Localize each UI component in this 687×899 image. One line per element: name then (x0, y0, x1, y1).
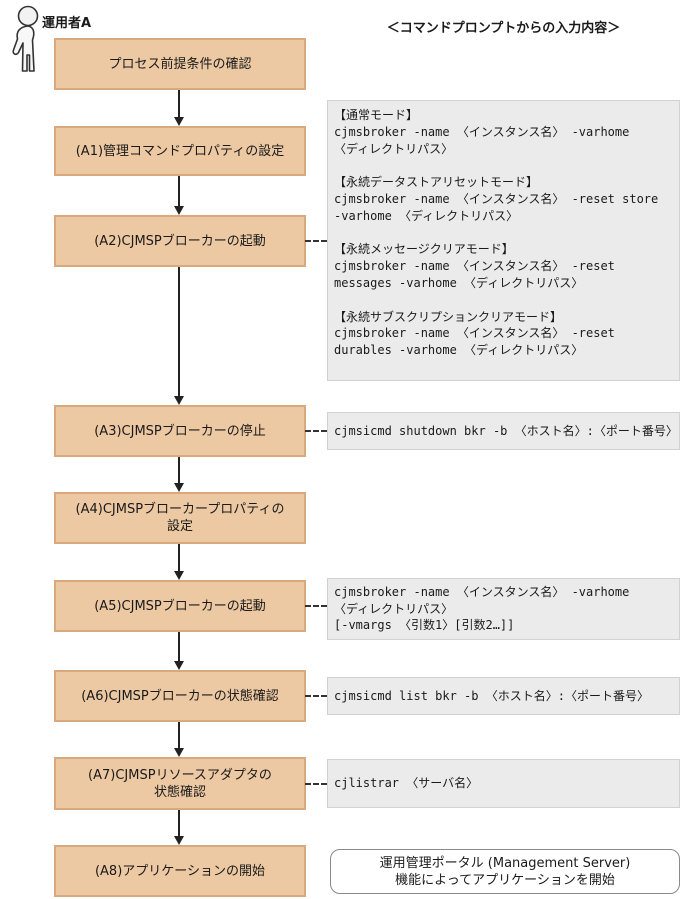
flow-step-a1: (A1)管理コマンドプロパティの設定 (54, 126, 306, 176)
flow-step-a2: (A2)CJMSPブローカーの起動 (54, 215, 306, 267)
command-box-a2: 【通常モード】 cjmsbroker -name 〈インスタンス名〉 -varh… (327, 100, 680, 381)
flow-step-a8: (A8)アプリケーションの開始 (54, 845, 306, 897)
right-column-title: ＜コマンドプロンプトからの入力内容＞ (386, 21, 621, 36)
flow-step-a6: (A6)CJMSPブローカーの状態確認 (54, 670, 306, 722)
command-box-a5: cjmsbroker -name 〈インスタンス名〉 -varhome 〈ディレ… (327, 578, 680, 640)
dashed-connector-a5 (305, 605, 327, 607)
flow-step-start: プロセス前提条件の確認 (54, 38, 306, 90)
dashed-connector-a3 (305, 430, 327, 432)
flow-step-a4: (A4)CJMSPブローカープロパティの 設定 (54, 492, 306, 544)
dashed-connector-a6 (305, 695, 327, 697)
down-arrow-icon (174, 457, 184, 492)
command-box-a7: cjlistrar 〈サーバ名〉 (327, 759, 680, 808)
down-arrow-icon (174, 267, 184, 405)
command-box-a6: cjmsicmd list bkr -b 〈ホスト名〉:〈ポート番号〉 (327, 677, 680, 715)
flow-step-a5: (A5)CJMSPブローカーの起動 (54, 580, 306, 632)
flow-step-a3: (A3)CJMSPブローカーの停止 (54, 405, 306, 457)
down-arrow-icon (174, 176, 184, 215)
command-box-a3: cjmsicmd shutdown bkr -b 〈ホスト名〉:〈ポート番号〉 (327, 412, 680, 450)
down-arrow-icon (174, 810, 184, 845)
note-box-a8: 運用管理ポータル (Management Server) 機能によってアプリケー… (330, 849, 680, 894)
flow-step-a7: (A7)CJMSPリソースアダプタの 状態確認 (54, 757, 306, 810)
down-arrow-icon (174, 544, 184, 580)
down-arrow-icon (174, 90, 184, 126)
dashed-connector-a7 (305, 783, 327, 785)
down-arrow-icon (174, 632, 184, 670)
dashed-connector-a2 (305, 240, 327, 242)
actor-label: 運用者A (42, 16, 92, 31)
operator-person-icon (4, 4, 46, 78)
down-arrow-icon (174, 722, 184, 757)
